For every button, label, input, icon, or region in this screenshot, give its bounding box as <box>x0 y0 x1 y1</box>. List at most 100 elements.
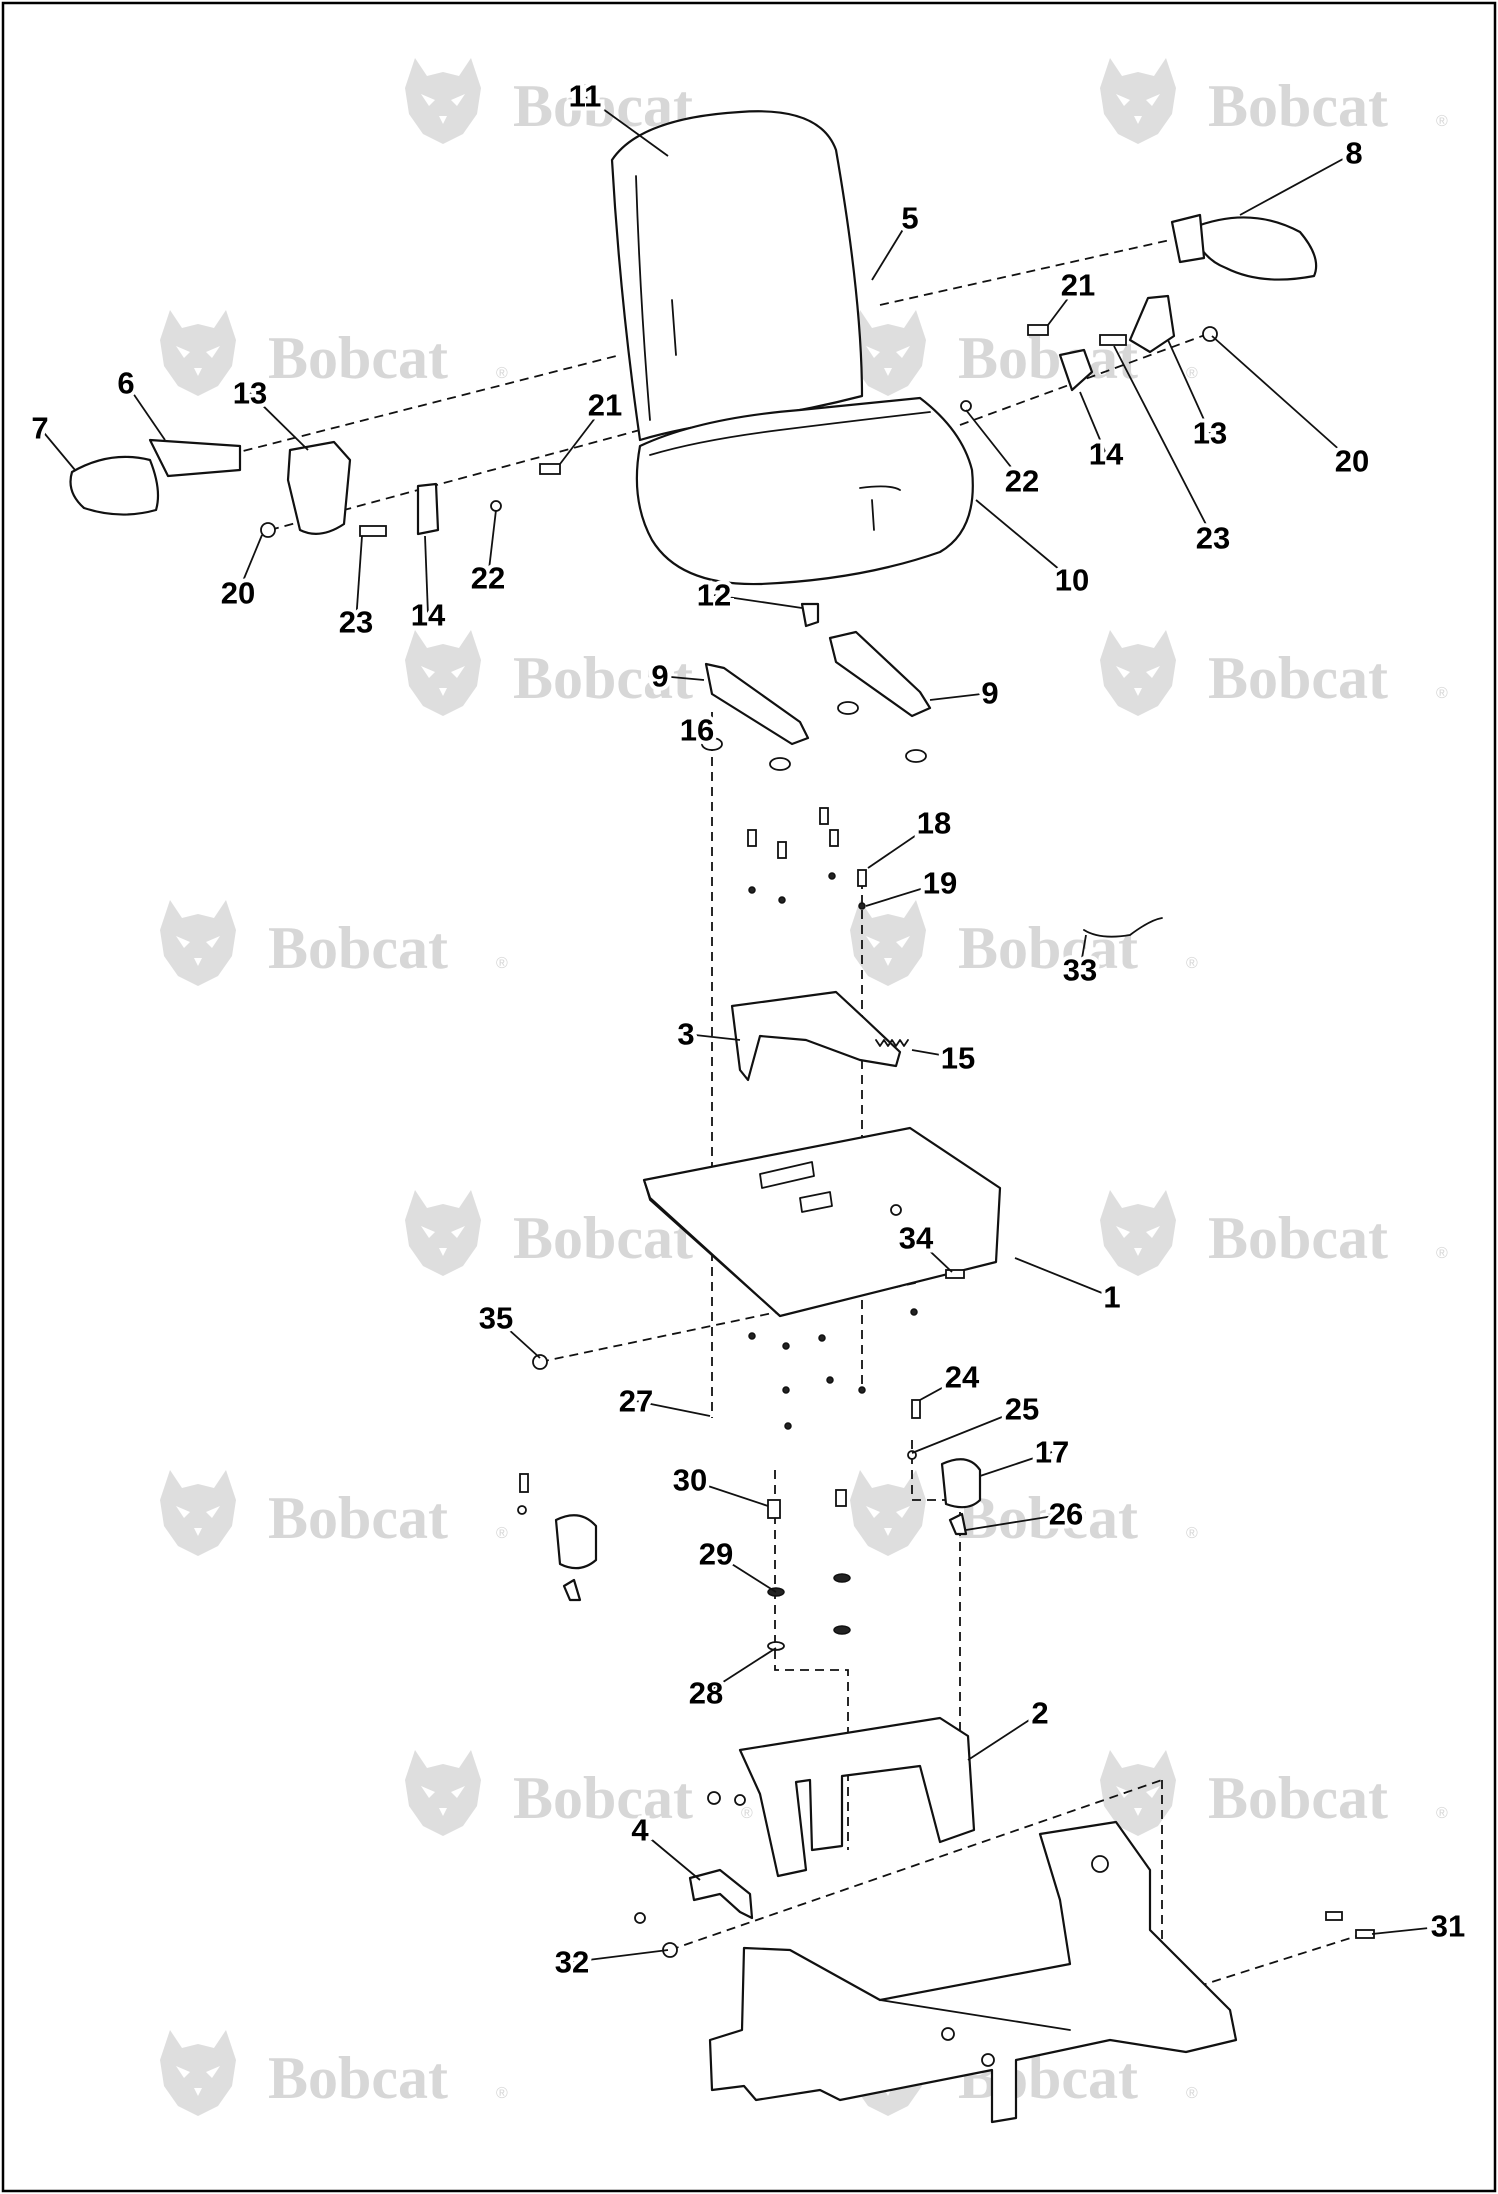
callout-leader-16 <box>696 729 713 743</box>
callout-leader-22 <box>487 509 497 579</box>
watermark-text: Bobcat <box>268 1485 448 1551</box>
latch-bracket <box>688 1868 754 1920</box>
watermark: Bobcat ® <box>160 1470 508 1556</box>
right-armrest-mount <box>1128 294 1176 354</box>
watermark: Bobcat ® <box>1100 1750 1448 1836</box>
frame-bolt <box>1355 1929 1375 1939</box>
lower-hardware <box>517 1399 968 1651</box>
seat-backrest <box>610 110 864 442</box>
callout-label-33: 33 <box>1063 953 1097 988</box>
callout-label-8: 8 <box>1345 136 1362 171</box>
watermark-registered-mark: ® <box>1436 1805 1448 1822</box>
callout-label-9: 9 <box>651 659 668 694</box>
callout-leader-1 <box>1014 1257 1113 1298</box>
callout-label-29: 29 <box>699 1537 733 1572</box>
callout-leader-11 <box>584 95 669 157</box>
callout-leader-2 <box>967 1712 1041 1761</box>
bobcat-head-logo-icon <box>850 1470 926 1556</box>
callout-leader-7 <box>39 427 76 471</box>
callout-leader-21 <box>1047 284 1079 326</box>
watermark-text: Bobcat <box>958 1485 1138 1551</box>
callout-label-19: 19 <box>923 866 957 901</box>
watermark-text: Bobcat <box>268 2045 448 2111</box>
callout-label-5: 5 <box>901 201 918 236</box>
callout-label-10: 10 <box>1055 563 1089 598</box>
callout-label-17: 17 <box>1035 1435 1069 1470</box>
callout-leader-35 <box>495 1317 541 1359</box>
suspension-upper-plate <box>730 990 902 1082</box>
watermark: Bobcat® <box>405 1750 753 1836</box>
callout-leader-33 <box>1079 934 1087 971</box>
callout-leader-22 <box>965 409 1023 482</box>
callout-label-22: 22 <box>1005 464 1039 499</box>
bobcat-head-logo-icon <box>405 1750 481 1836</box>
callout-leader-3 <box>685 1033 741 1041</box>
seat-backrest-seam <box>635 175 651 421</box>
callout-label-35: 35 <box>479 1301 513 1336</box>
bobcat-head-logo-icon <box>1100 1190 1176 1276</box>
callout-leader-25 <box>911 1408 1023 1454</box>
side-nut <box>532 1354 548 1370</box>
callout-label-23: 23 <box>339 605 373 640</box>
watermark-text: Bobcat <box>513 1205 693 1271</box>
callout-leader-27 <box>635 1400 711 1417</box>
watermark: Bobcat® <box>850 900 1198 986</box>
callout-leader-28 <box>705 1647 777 1694</box>
bushing-right <box>940 1458 982 1509</box>
callout-leader-17 <box>979 1451 1053 1477</box>
watermark-text: Bobcat <box>1208 1205 1388 1271</box>
callout-leader-10 <box>975 499 1073 581</box>
right-armrest <box>1190 216 1318 281</box>
callout-leader-24 <box>919 1376 963 1401</box>
suspension-lower-bracket <box>738 1716 976 1878</box>
watermark: Bobcat® <box>160 900 508 986</box>
callout-label-13: 13 <box>1193 416 1227 451</box>
callout-label-13: 13 <box>233 376 267 411</box>
watermark-registered-mark: ® <box>1186 955 1198 972</box>
mounting-bolts <box>747 807 867 910</box>
callout-leader-14 <box>424 535 429 616</box>
callout-label-34: 34 <box>899 1221 934 1256</box>
callout-leader-21 <box>559 404 606 465</box>
callout-leader-12 <box>713 594 803 609</box>
callout-label-28: 28 <box>689 1676 723 1711</box>
callout-leader-31 <box>1371 1925 1449 1935</box>
watermark-registered-mark: ® <box>496 365 508 382</box>
callout-leader-6 <box>125 382 166 441</box>
base-nuts <box>748 1308 918 1430</box>
seat-base-plate <box>642 1126 1002 1318</box>
bobcat-head-logo-icon <box>405 58 481 144</box>
callout-leader-26 <box>965 1513 1067 1531</box>
watermark: Bobcat® <box>160 2030 508 2116</box>
watermark-text: Bobcat <box>513 645 693 711</box>
machine-frame <box>708 1820 1238 2124</box>
callout-leader-18 <box>867 822 935 869</box>
callout-label-6: 6 <box>117 366 134 401</box>
bobcat-head-logo-icon <box>405 630 481 716</box>
callout-leader-20 <box>237 534 263 594</box>
watermark: Bobcat® <box>405 630 753 716</box>
bobcat-head-logo-icon <box>1100 630 1176 716</box>
right-seat-rail <box>828 630 932 718</box>
seat-cushion <box>635 396 974 586</box>
callout-leader-32 <box>571 1949 669 1963</box>
callout-label-16: 16 <box>680 713 714 748</box>
watermark-text: Bobcat <box>1208 645 1388 711</box>
callout-label-23: 23 <box>1196 521 1230 556</box>
watermark: Bobcat® <box>1100 58 1448 144</box>
left-pivot-plate <box>416 482 440 536</box>
callout-label-27: 27 <box>619 1384 653 1419</box>
watermark-text: Bobcat <box>1208 1765 1388 1831</box>
watermark-registered-mark: ® <box>741 1805 753 1822</box>
callout-label-14: 14 <box>1089 437 1124 472</box>
watermark-registered-mark: ® <box>496 1525 508 1542</box>
left-armrest-bracket <box>148 438 242 478</box>
watermark-registered-mark: ® <box>1186 2085 1198 2102</box>
watermark: Bobcat® <box>1100 630 1448 716</box>
callout-label-31: 31 <box>1431 1909 1465 1944</box>
callout-label-18: 18 <box>917 806 951 841</box>
callout-label-9: 9 <box>981 676 998 711</box>
wire-harness <box>1083 917 1163 938</box>
